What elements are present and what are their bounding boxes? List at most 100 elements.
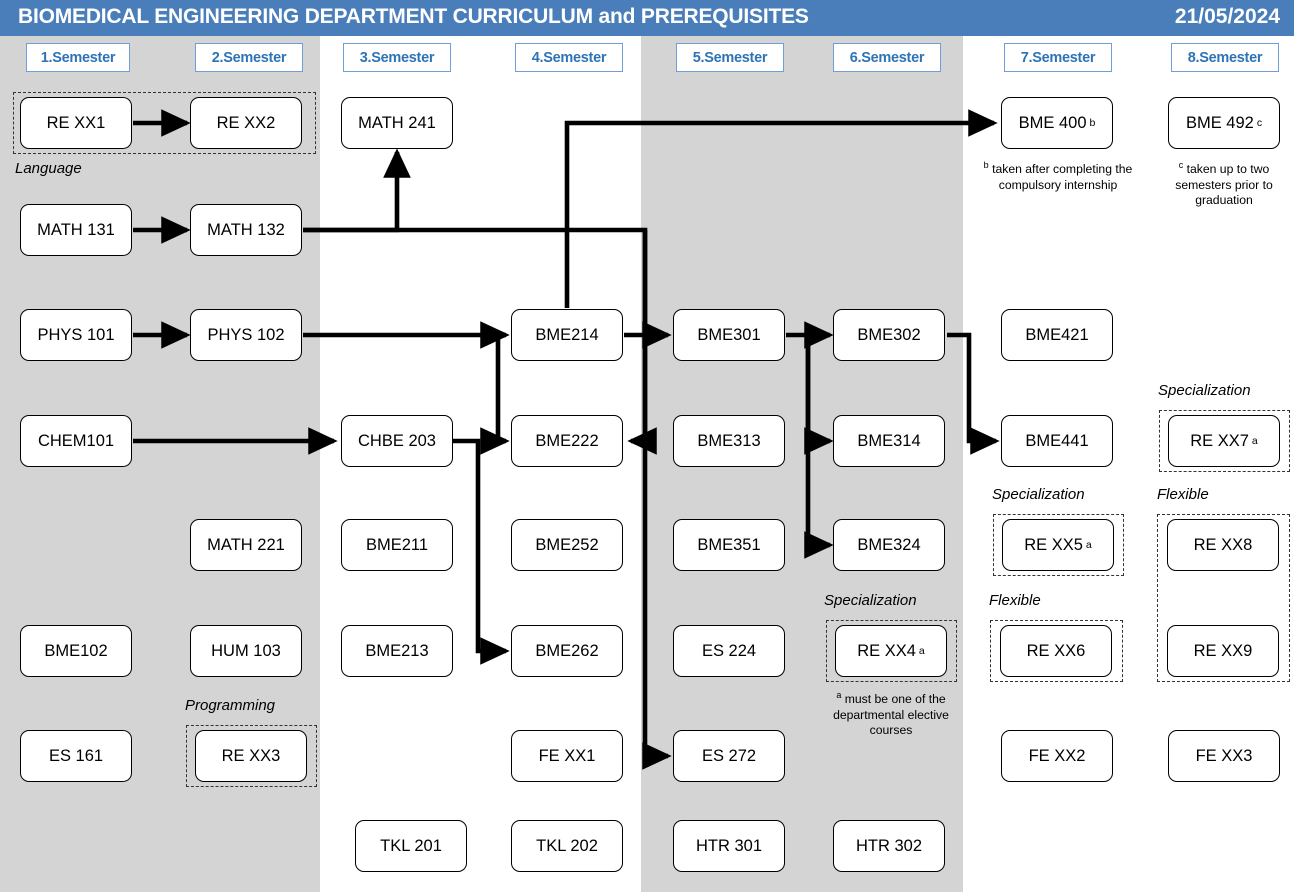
course-box-bme313[interactable]: BME313 <box>673 415 785 467</box>
course-box-phys101[interactable]: PHYS 101 <box>20 309 132 361</box>
course-box-re-xx8[interactable]: RE XX8 <box>1167 519 1279 571</box>
course-label: BME214 <box>535 325 599 344</box>
course-box-fe-xx1[interactable]: FE XX1 <box>511 730 623 782</box>
caption-specialization-s6: Specialization <box>824 592 917 609</box>
footnote-marker-a: a <box>918 645 925 657</box>
course-box-re-xx2[interactable]: RE XX2 <box>190 97 302 149</box>
course-box-chem101[interactable]: CHEM101 <box>20 415 132 467</box>
course-box-bme301[interactable]: BME301 <box>673 309 785 361</box>
course-label: BME252 <box>535 535 599 554</box>
footnote-c-text: taken up to two semesters prior to gradu… <box>1175 162 1273 208</box>
course-label: CHBE 203 <box>358 431 436 450</box>
page-title: BIOMEDICAL ENGINEERING DEPARTMENT CURRIC… <box>18 5 809 28</box>
course-label: MATH 131 <box>37 220 115 239</box>
course-box-tkl202[interactable]: TKL 202 <box>511 820 623 872</box>
course-box-fe-xx2[interactable]: FE XX2 <box>1001 730 1113 782</box>
course-label: PHYS 102 <box>207 325 285 344</box>
caption-specialization-s8: Specialization <box>1158 382 1251 399</box>
course-label: BME324 <box>857 535 921 554</box>
course-box-es272[interactable]: ES 272 <box>673 730 785 782</box>
course-label: BME301 <box>697 325 761 344</box>
course-box-bme351[interactable]: BME351 <box>673 519 785 571</box>
footnote-a: a must be one of the departmental electi… <box>812 688 970 739</box>
group-flexible-s7 <box>990 620 1123 682</box>
course-label: RE XX9 <box>1193 641 1253 660</box>
course-label: BME222 <box>535 431 599 450</box>
course-label: BME213 <box>365 641 429 660</box>
course-box-math132[interactable]: MATH 132 <box>190 204 302 256</box>
course-box-re-xx6[interactable]: RE XX6 <box>1000 625 1112 677</box>
course-label: BME 400 <box>1018 113 1087 132</box>
semester-header-1: 1.Semester <box>26 43 130 72</box>
course-box-bme222[interactable]: BME222 <box>511 415 623 467</box>
course-box-hum103[interactable]: HUM 103 <box>190 625 302 677</box>
course-box-htr302[interactable]: HTR 302 <box>833 820 945 872</box>
course-label: MATH 221 <box>207 535 285 554</box>
course-box-math221[interactable]: MATH 221 <box>190 519 302 571</box>
semester-label-1: 1.Semester <box>40 49 116 66</box>
course-box-bme262[interactable]: BME262 <box>511 625 623 677</box>
footnote-marker-b: b <box>1089 117 1096 129</box>
course-box-phys102[interactable]: PHYS 102 <box>190 309 302 361</box>
course-box-bme302[interactable]: BME302 <box>833 309 945 361</box>
header-date: 21/05/2024 <box>1174 5 1280 28</box>
course-box-bme324[interactable]: BME324 <box>833 519 945 571</box>
course-box-re-xx3[interactable]: RE XX3 <box>195 730 307 782</box>
course-box-math241[interactable]: MATH 241 <box>341 97 453 149</box>
course-box-bme252[interactable]: BME252 <box>511 519 623 571</box>
course-label: BME421 <box>1025 325 1089 344</box>
caption-flexible-s7: Flexible <box>989 592 1041 609</box>
course-label: MATH 241 <box>358 113 436 132</box>
course-label: BME211 <box>365 535 429 554</box>
semester-header-4: 4.Semester <box>515 43 623 72</box>
course-label: RE XX7 <box>1190 431 1249 450</box>
course-box-bme102[interactable]: BME102 <box>20 625 132 677</box>
course-label: FE XX2 <box>1028 746 1086 765</box>
footnote-c: c taken up to two semesters prior to gra… <box>1150 158 1294 209</box>
course-box-bme213[interactable]: BME213 <box>341 625 453 677</box>
footnote-b: b taken after completing the compulsory … <box>978 158 1138 193</box>
course-label: ES 224 <box>701 641 757 660</box>
course-label: RE XX5 <box>1024 535 1083 554</box>
group-specialization-s6 <box>826 620 957 682</box>
group-programming <box>186 725 317 787</box>
course-box-fe-xx3[interactable]: FE XX3 <box>1168 730 1280 782</box>
course-label: BME102 <box>44 641 108 660</box>
footnote-marker-a: a <box>1085 539 1092 551</box>
course-box-re-xx9[interactable]: RE XX9 <box>1167 625 1279 677</box>
course-box-bme211[interactable]: BME211 <box>341 519 453 571</box>
course-box-es161[interactable]: ES 161 <box>20 730 132 782</box>
course-box-bme314[interactable]: BME314 <box>833 415 945 467</box>
course-label: FE XX3 <box>1195 746 1253 765</box>
course-label: RE XX6 <box>1026 641 1086 660</box>
caption-specialization-s7: Specialization <box>992 486 1085 503</box>
course-label: BME262 <box>535 641 599 660</box>
semester-label-2: 2.Semester <box>211 49 287 66</box>
course-label: CHEM101 <box>37 431 115 450</box>
course-box-chbe203[interactable]: CHBE 203 <box>341 415 453 467</box>
group-language <box>13 92 316 154</box>
course-box-bme214[interactable]: BME214 <box>511 309 623 361</box>
course-label: RE XX8 <box>1193 535 1253 554</box>
course-box-re-xx1[interactable]: RE XX1 <box>20 97 132 149</box>
footnote-marker-c: c <box>1256 117 1263 129</box>
course-box-es224[interactable]: ES 224 <box>673 625 785 677</box>
semester-header-8: 8.Semester <box>1171 43 1279 72</box>
course-label: TKL 202 <box>536 836 598 855</box>
course-box-bme441[interactable]: BME441 <box>1001 415 1113 467</box>
course-label: BME351 <box>697 535 761 554</box>
semester-header-5: 5.Semester <box>676 43 784 72</box>
semester-label-3: 3.Semester <box>359 49 435 66</box>
course-box-math131[interactable]: MATH 131 <box>20 204 132 256</box>
course-box-tkl201[interactable]: TKL 201 <box>355 820 467 872</box>
footnote-marker-c: c <box>1178 160 1184 170</box>
semester-label-5: 5.Semester <box>692 49 768 66</box>
course-box-htr301[interactable]: HTR 301 <box>673 820 785 872</box>
course-label: BME302 <box>857 325 921 344</box>
course-box-bme421[interactable]: BME421 <box>1001 309 1113 361</box>
